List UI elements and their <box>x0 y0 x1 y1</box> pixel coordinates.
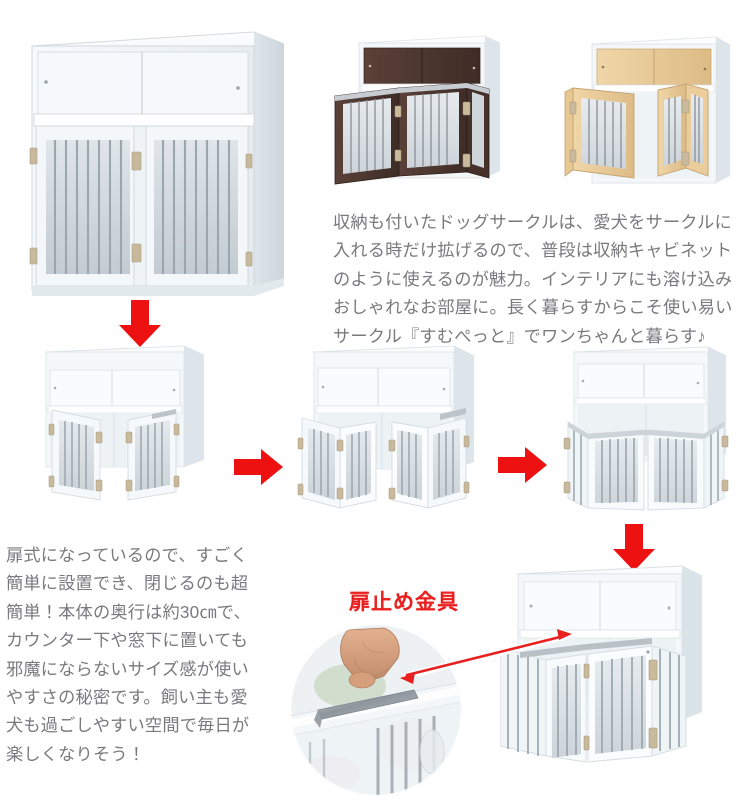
step-2-photo <box>288 342 493 518</box>
hero-product-photo <box>22 22 294 304</box>
arrow-step1-to-step2 <box>234 448 284 486</box>
arrow-step2-to-step3 <box>498 446 548 484</box>
step-1-photo <box>24 340 230 516</box>
final-product-photo <box>500 560 745 788</box>
arrow-step3-to-final <box>612 524 656 572</box>
intro-paragraph: 収納も付いたドッグサークルは、愛犬をサークルに 入れる時だけ拡げるので、普段は収… <box>333 212 733 346</box>
feature-paragraph: 扉式になっているので、すごく 簡単に設置でき、閉じるのも超 簡単！本体の奥行は約… <box>6 545 251 764</box>
variant-natural-photo <box>540 26 740 202</box>
step-3-photo <box>552 342 742 522</box>
stopper-pointer-arrow <box>398 624 580 684</box>
stopper-caption-label: 扉止め金具 <box>349 591 459 614</box>
arrow-hero-to-step1 <box>118 300 162 348</box>
variant-dark-brown-photo <box>327 26 512 198</box>
